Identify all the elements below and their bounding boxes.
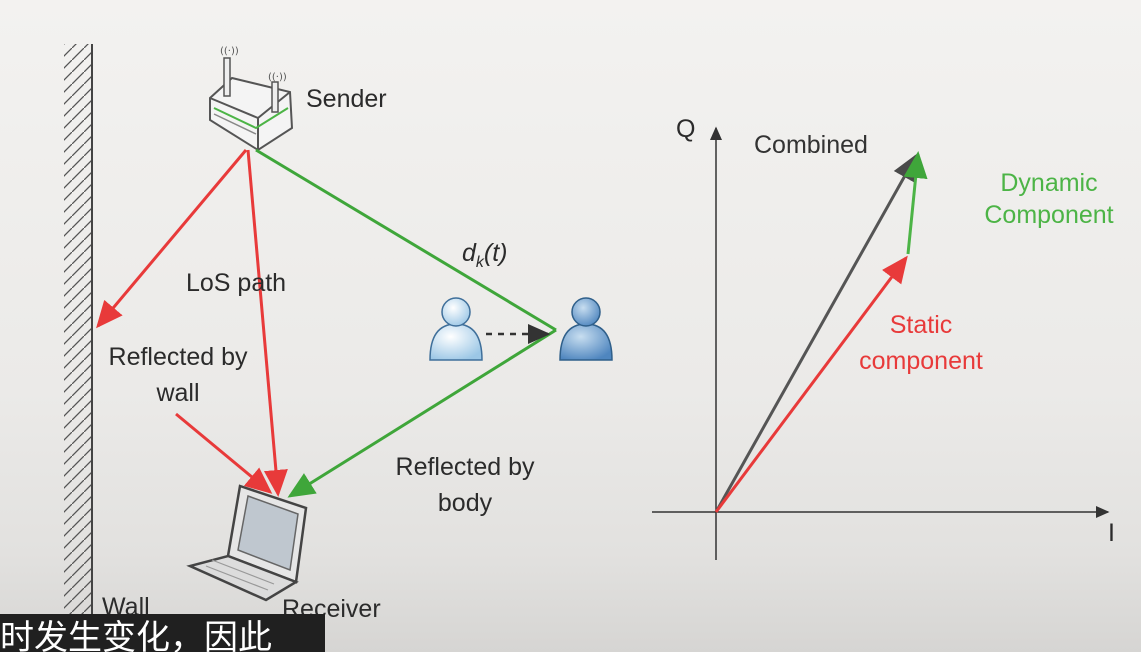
combined-label: Combined [754, 131, 868, 159]
dynamic-label-line-1: Dynamic [1000, 169, 1098, 197]
los-path-label: LoS path [186, 269, 287, 297]
dk-label: dk(t) [462, 238, 508, 272]
static-component-label: Static component [836, 310, 1006, 376]
path-body-to-receiver [287, 328, 557, 498]
dk-label-k: k [475, 254, 484, 271]
path-wall-to-receiver [175, 412, 273, 494]
wall-reflect-label-line-2: wall [156, 379, 200, 407]
dynamic-label-line-2: Component [984, 201, 1114, 229]
person-after-icon [559, 297, 613, 361]
dynamic-component-label: Dynamic Component [962, 168, 1136, 230]
body-reflect-label-line-2: body [437, 489, 493, 517]
svg-text:((·)): ((·)) [268, 72, 287, 83]
dk-label-d: d [462, 239, 476, 267]
laptop-icon [186, 484, 308, 602]
wall-reflect-label-line-1: Reflected by [108, 343, 248, 371]
path-to-wall [96, 149, 248, 329]
video-subtitle: 时发生变化，因此 [0, 614, 325, 652]
wall-reflect-label: Reflected by wall [88, 342, 268, 408]
static-vector [714, 255, 908, 513]
i-axis-label: I [1108, 519, 1115, 547]
sender-label: Sender [306, 85, 387, 113]
q-axis-label: Q [676, 115, 696, 143]
combined-vector [714, 153, 918, 513]
wall [64, 44, 93, 614]
dynamic-vector [903, 151, 928, 255]
static-label-line-1: Static [889, 311, 953, 339]
los-path [246, 149, 288, 497]
path-to-body [255, 148, 557, 332]
body-reflect-label: Reflected by body [372, 452, 558, 518]
dk-label-t: (t) [483, 239, 508, 267]
person-before-icon [429, 297, 483, 361]
body-reflect-label-line-1: Reflected by [395, 453, 535, 481]
static-label-line-2: component [859, 347, 983, 375]
router-icon: ((·)) ((·)) [209, 46, 294, 152]
svg-text:((·)): ((·)) [220, 46, 239, 57]
